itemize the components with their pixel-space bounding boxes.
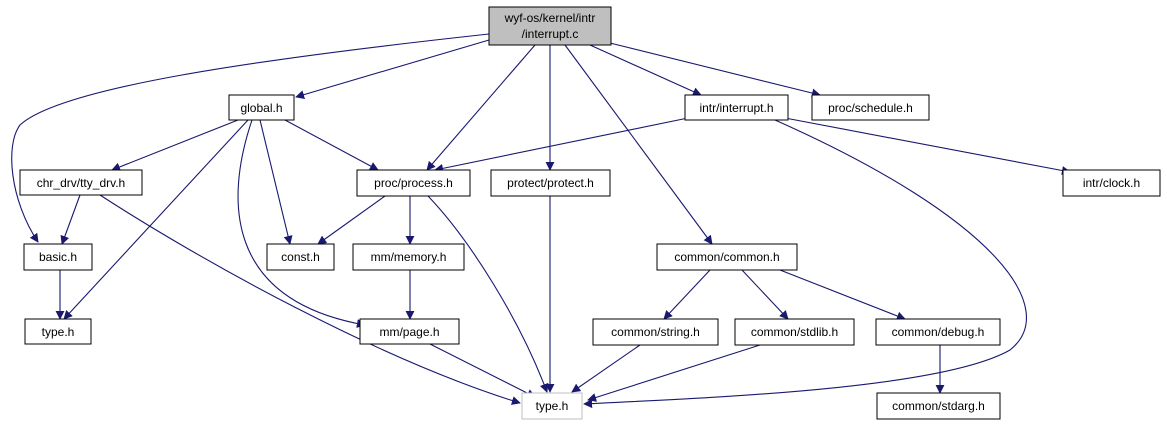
node-const-h[interactable]: const.h (266, 243, 335, 271)
edge-interrupt-c-to-schedule-h (609, 42, 821, 98)
node-proc-process-h-label: proc/process.h (374, 176, 453, 190)
edge-global-h-to-const-h (259, 119, 293, 245)
node-type-h-left[interactable]: type.h (24, 318, 92, 345)
node-basic-h-label: basic.h (39, 250, 77, 264)
node-chr-drv-tty-drv-h[interactable]: chr_drv/tty_drv.h (19, 169, 143, 196)
edge-intr-interrupt-h-to-clock-h (784, 117, 1071, 175)
node-mm-page-h[interactable]: mm/page.h (359, 318, 460, 345)
node-common-common-h[interactable]: common/common.h (656, 243, 798, 271)
edge-common-h-to-debug-h (779, 269, 906, 321)
node-proc-schedule-h[interactable]: proc/schedule.h (811, 94, 930, 121)
node-type-h-system-label: type.h (536, 399, 569, 413)
edge-common-h-to-string-h (663, 269, 711, 320)
edge-interrupt-c-to-global-h (295, 39, 490, 100)
node-common-debug-h-label: common/debug.h (892, 325, 985, 339)
node-type-h-system[interactable]: type.h (521, 392, 583, 420)
node-global-h-label: global.h (240, 101, 282, 115)
edge-global-h-to-tty-drv-h (111, 119, 239, 172)
edge-common-h-to-stdlib-h (741, 269, 789, 320)
edge-interrupt-c-to-process-h (426, 44, 536, 171)
node-common-string-h-label: common/string.h (611, 325, 700, 339)
node-intr-clock-h-label: intr/clock.h (1083, 176, 1140, 190)
node-intr-interrupt-h-label: intr/interrupt.h (699, 101, 773, 115)
edge-interrupt-c-to-basic-h (11, 33, 490, 243)
node-interrupt-c[interactable]: wyf-os/kernel/intr /interrupt.c (488, 6, 612, 46)
edge-global-h-to-type-h (63, 119, 249, 320)
edge-stdlib-h-to-type-h (587, 344, 761, 402)
node-common-common-h-label: common/common.h (674, 250, 779, 264)
node-common-string-h[interactable]: common/string.h (592, 318, 719, 346)
edge-string-h-to-type-h (571, 344, 641, 393)
edge-tty-drv-h-to-basic-h (60, 194, 81, 245)
node-global-h[interactable]: global.h (228, 94, 295, 121)
node-mm-page-h-label: mm/page.h (379, 325, 439, 339)
node-const-h-label: const.h (281, 250, 320, 264)
edge-page-h-to-type-h (429, 343, 536, 398)
edge-interrupt-c-to-intr-interrupt-h (589, 44, 702, 96)
node-proc-schedule-h-label: proc/schedule.h (828, 101, 913, 115)
node-interrupt-c-label-line2: /interrupt.c (522, 27, 579, 41)
node-basic-h[interactable]: basic.h (23, 243, 93, 271)
node-common-debug-h[interactable]: common/debug.h (875, 318, 1001, 346)
node-common-stdarg-h-label: common/stdarg.h (892, 399, 985, 413)
edge-global-h-to-page-h (237, 119, 366, 328)
node-type-h-left-label: type.h (42, 325, 75, 339)
node-intr-clock-h[interactable]: intr/clock.h (1062, 169, 1161, 197)
node-common-stdarg-h[interactable]: common/stdarg.h (876, 392, 1001, 420)
node-chr-drv-tty-drv-h-label: chr_drv/tty_drv.h (37, 176, 125, 190)
node-intr-interrupt-h[interactable]: intr/interrupt.h (684, 94, 789, 121)
edge-global-h-to-process-h (284, 119, 379, 171)
node-protect-protect-h[interactable]: protect/protect.h (490, 169, 611, 197)
node-mm-memory-h-label: mm/memory.h (371, 250, 447, 264)
node-common-stdlib-h[interactable]: common/stdlib.h (734, 318, 855, 346)
node-mm-memory-h[interactable]: mm/memory.h (352, 243, 465, 271)
node-interrupt-c-label-line1: wyf-os/kernel/intr (504, 11, 596, 25)
edge-process-h-to-const-h (317, 195, 386, 245)
edge-intr-interrupt-h-to-type-h (583, 119, 1027, 409)
edge-process-h-to-type-h (427, 195, 549, 393)
edge-tty-drv-h-to-type-h (99, 194, 521, 405)
node-protect-protect-h-label: protect/protect.h (507, 176, 594, 190)
node-proc-process-h[interactable]: proc/process.h (356, 169, 471, 197)
edge-intr-interrupt-h-to-process-h (434, 117, 689, 173)
edge-interrupt-c-to-common-h (564, 44, 713, 245)
node-common-stdlib-h-label: common/stdlib.h (751, 325, 838, 339)
